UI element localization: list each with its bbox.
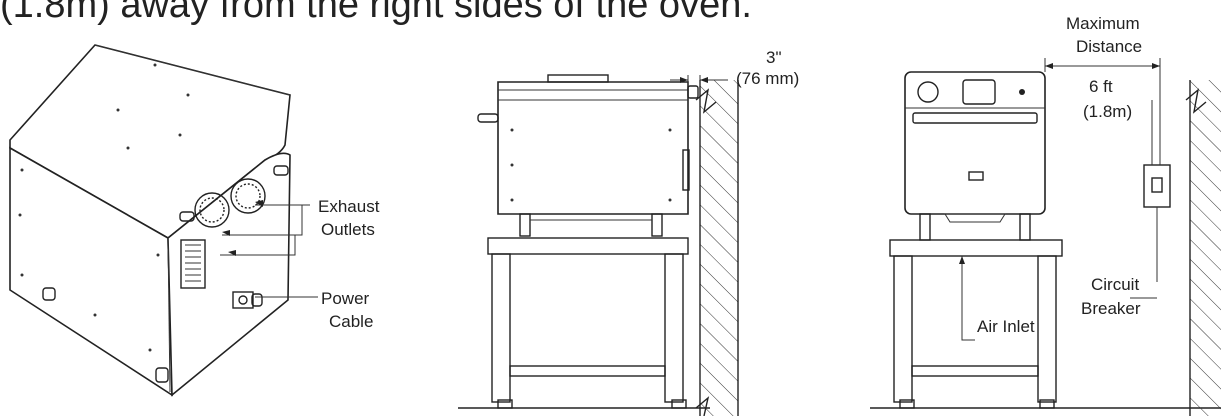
- clearance-label: 3": [766, 48, 782, 67]
- outlets-label: Outlets: [321, 220, 375, 239]
- cable-label: Cable: [329, 312, 374, 331]
- breaker-label: Breaker: [1081, 299, 1141, 318]
- circuit-label: Circuit: [1091, 275, 1140, 294]
- door-handle-icon: [912, 112, 1038, 124]
- clearance-mm-label: (76 mm): [736, 69, 800, 88]
- distance-ft-label: 6 ft: [1089, 77, 1113, 96]
- exhaust-fan-icon: [194, 192, 230, 228]
- air-inlet-label: Air Inlet: [977, 317, 1035, 336]
- vent-grille-icon: [180, 239, 206, 289]
- front-view-oven: [870, 58, 1221, 416]
- caption-text: (1.8m) away from the right sides of the …: [0, 0, 752, 26]
- distance-label: Distance: [1076, 37, 1143, 56]
- distance-m-label: (1.8m): [1083, 102, 1133, 121]
- exhaust-fan-icon: [230, 178, 266, 214]
- dial-icon: [917, 81, 939, 103]
- side-view-oven: [458, 74, 739, 416]
- circuit-breaker-icon: [1143, 164, 1171, 208]
- power-receptacle-icon: [232, 291, 254, 309]
- maximum-label: Maximum: [1066, 14, 1140, 33]
- isometric-oven: [9, 44, 318, 397]
- exhaust-label: Exhaust: [318, 197, 380, 216]
- power-label: Power: [321, 289, 370, 308]
- display-screen-icon: [962, 79, 996, 105]
